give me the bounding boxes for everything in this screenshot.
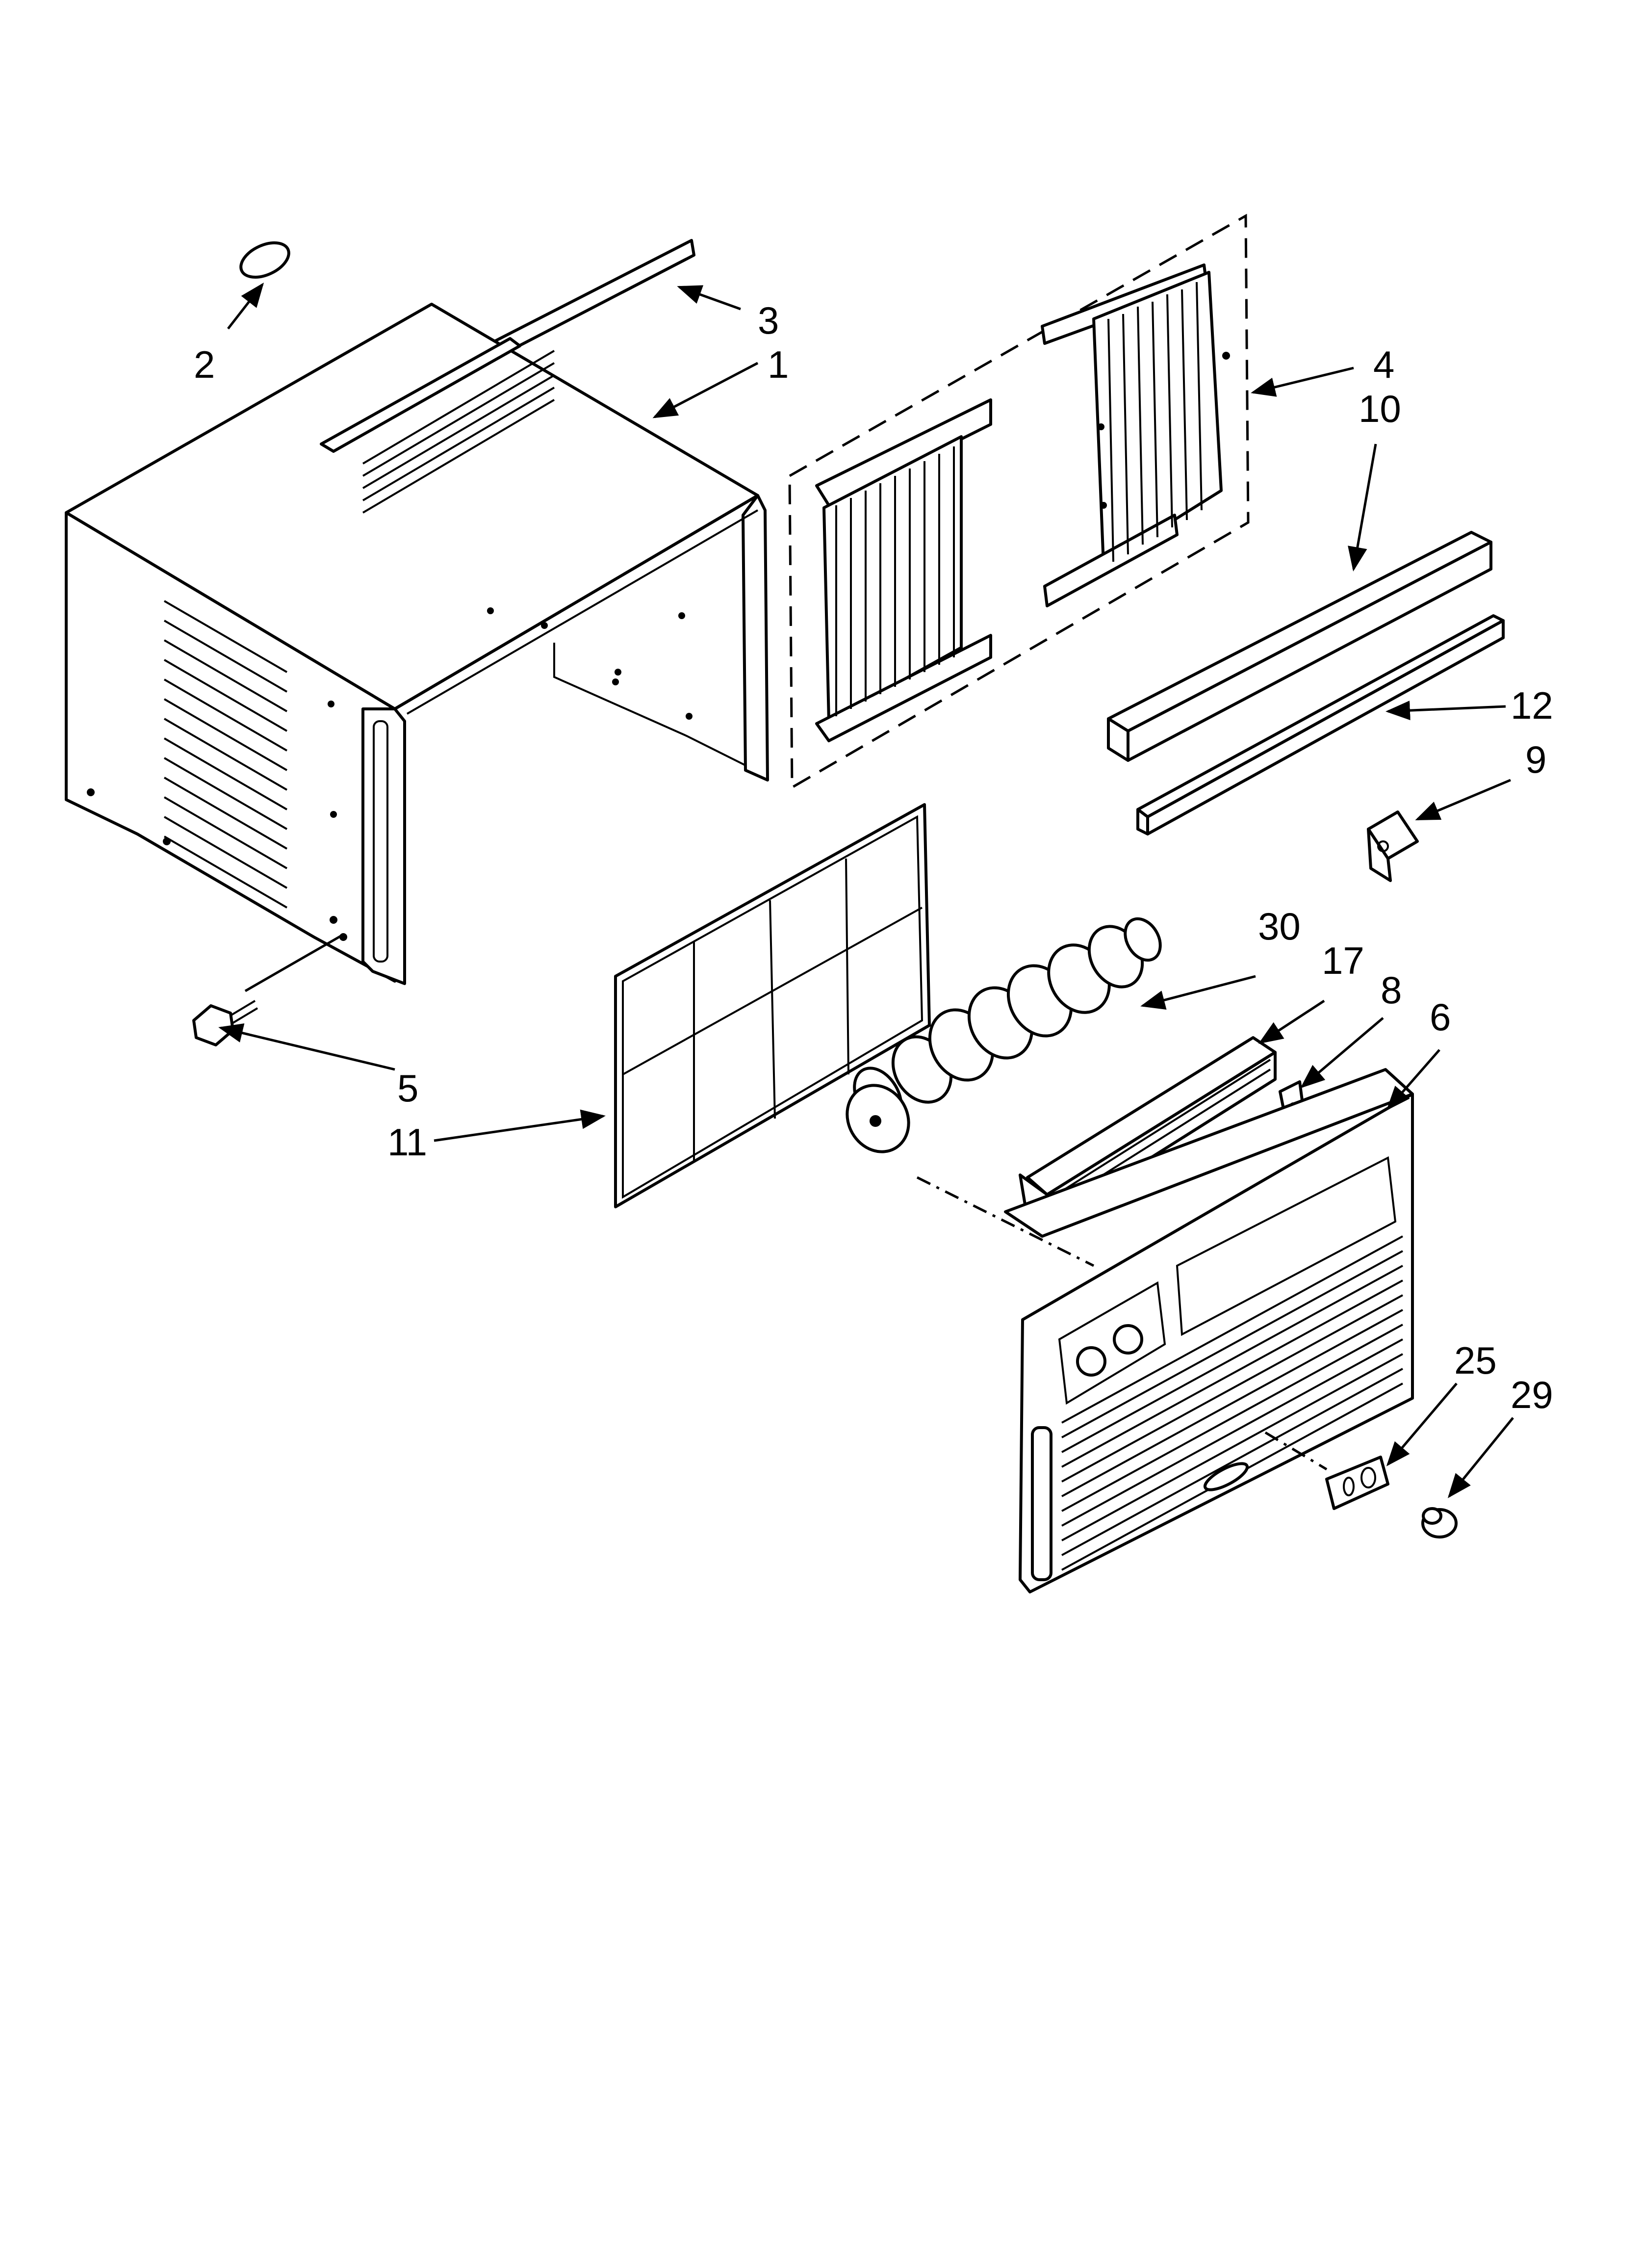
part-12-bottom-foam-rail <box>1136 614 1505 835</box>
callout-3: 3 <box>758 299 779 342</box>
callout-5: 5 <box>397 1067 418 1110</box>
callout-2: 2 <box>194 343 215 386</box>
callout-29: 29 <box>1511 1373 1553 1416</box>
top-vent-slots <box>362 350 555 514</box>
callout-12: 12 <box>1511 684 1553 727</box>
part-5-screw <box>192 1000 258 1046</box>
part-3-top-rail <box>489 239 695 368</box>
part-2-plug <box>239 241 290 279</box>
side-louvers <box>163 600 288 909</box>
callout-labels: 2 3 1 4 10 12 9 5 11 30 17 8 6 25 29 <box>194 299 1553 1416</box>
part-11-air-filter <box>614 803 931 1208</box>
callout-6: 6 <box>1430 995 1451 1039</box>
part-30-blower-wheel <box>846 917 1162 1153</box>
right-curtain <box>1041 263 1230 607</box>
part-9-bracket <box>1367 810 1419 882</box>
callout-4: 4 <box>1373 343 1394 386</box>
part-10-top-foam-rail <box>1107 531 1492 762</box>
callout-30: 30 <box>1258 905 1301 948</box>
callout-8: 8 <box>1381 968 1402 1012</box>
callout-1: 1 <box>768 343 789 386</box>
part-1-cabinet <box>65 303 769 985</box>
callout-10: 10 <box>1359 387 1401 430</box>
callout-25: 25 <box>1454 1339 1497 1382</box>
leader-lines <box>218 283 1514 1498</box>
part-4-side-curtains <box>788 213 1250 790</box>
part-6-front-panel <box>1004 1068 1414 1593</box>
callout-17: 17 <box>1322 939 1364 982</box>
front-grille-louvers <box>1061 1235 1403 1571</box>
left-curtain <box>815 398 992 742</box>
part-29-knob <box>1421 1507 1458 1538</box>
callout-11: 11 <box>387 1121 427 1164</box>
part-25-control-bezel <box>1325 1456 1389 1510</box>
callout-9: 9 <box>1525 738 1546 781</box>
